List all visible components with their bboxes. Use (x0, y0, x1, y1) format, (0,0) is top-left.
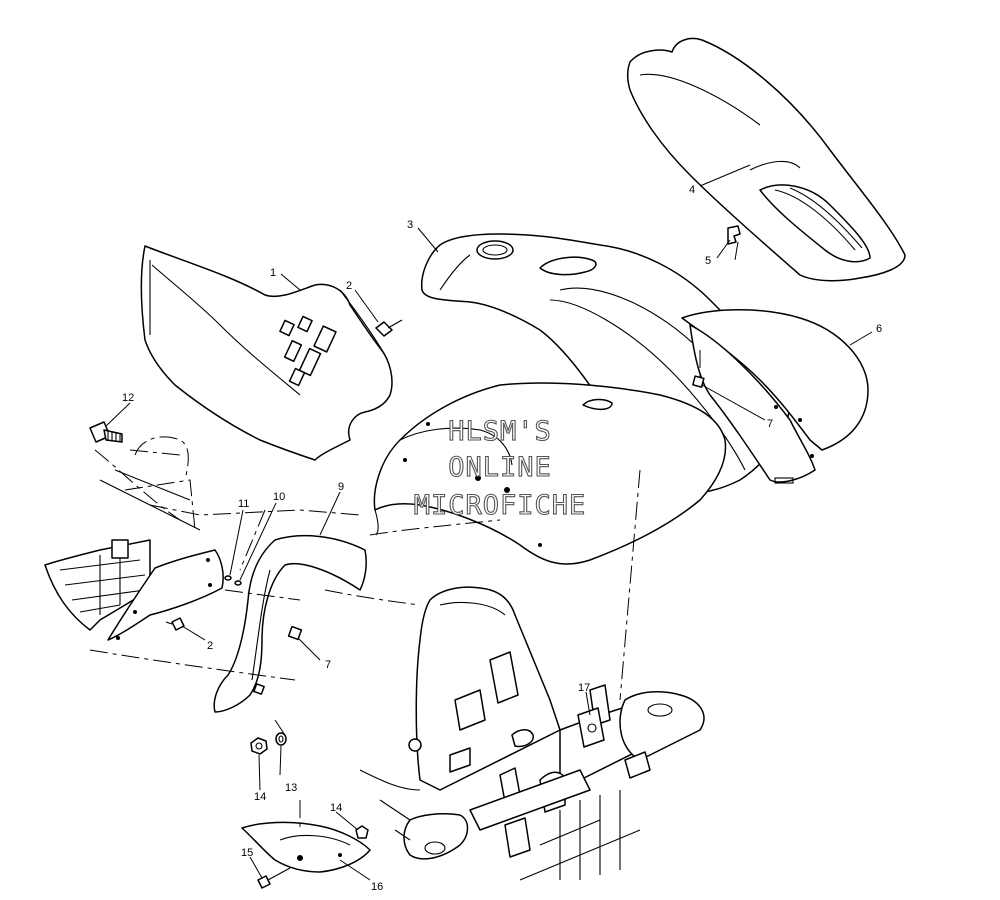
frame-assembly (359, 586, 705, 881)
callout-9: 9 (338, 481, 344, 493)
footrest-floor (44, 436, 201, 631)
callout-5: 5 (705, 255, 711, 267)
callout-7-lower: 7 (325, 659, 331, 671)
part-1-side-panel[interactable] (140, 245, 393, 461)
callout-6: 6 (876, 323, 882, 335)
callout-10: 10 (273, 491, 285, 503)
watermark-line-1: HLSM'S (448, 416, 552, 447)
part-6-rear-fender[interactable] (681, 309, 869, 484)
watermark-line-3: MICROFICHE (414, 490, 587, 521)
callout-labels: 1 2 2 3 4 5 6 7 7 9 10 11 12 13 14 14 15… (122, 184, 882, 893)
callout-11: 11 (238, 498, 249, 510)
callout-4: 4 (689, 184, 695, 196)
part-17-bracket[interactable] (577, 707, 605, 748)
part-5-clip[interactable] (727, 225, 741, 245)
part-4-seat[interactable] (627, 37, 906, 282)
callout-14-left: 14 (254, 791, 266, 803)
callout-12: 12 (122, 392, 134, 404)
assembly-center-lines (89, 241, 739, 832)
part-9-fender-flare[interactable] (213, 534, 367, 713)
callout-2-upper: 2 (346, 280, 352, 292)
part-11-nut[interactable] (224, 575, 232, 581)
part-10-washer[interactable] (234, 580, 242, 586)
part-2-screw-upper[interactable] (375, 319, 403, 337)
part-2-screw-lower[interactable] (165, 617, 185, 631)
callout-1: 1 (270, 267, 276, 279)
part-15-bolt[interactable] (257, 867, 291, 889)
part-16-skid-plate[interactable] (241, 821, 371, 873)
callout-3: 3 (407, 219, 413, 231)
leader-lines (105, 164, 873, 881)
callout-15: 15 (241, 847, 253, 859)
callout-17: 17 (578, 682, 590, 694)
part-14-nut-left[interactable] (250, 737, 268, 755)
part-14-nut-lower[interactable] (355, 825, 369, 839)
callout-16: 16 (371, 881, 383, 893)
callout-7-upper: 7 (767, 418, 773, 430)
callout-13: 13 (285, 782, 297, 794)
part-13-washer[interactable] (275, 732, 287, 746)
front-fender-shell[interactable] (373, 382, 727, 565)
footrest-bracket[interactable] (107, 549, 224, 641)
part-12-bolt[interactable] (89, 421, 123, 443)
callout-14-lower: 14 (330, 802, 342, 814)
watermark-line-2: ONLINE (448, 452, 552, 483)
callout-2-lower: 2 (207, 640, 213, 652)
watermark: HLSM'S ONLINE MICROFICHE (413, 415, 587, 521)
